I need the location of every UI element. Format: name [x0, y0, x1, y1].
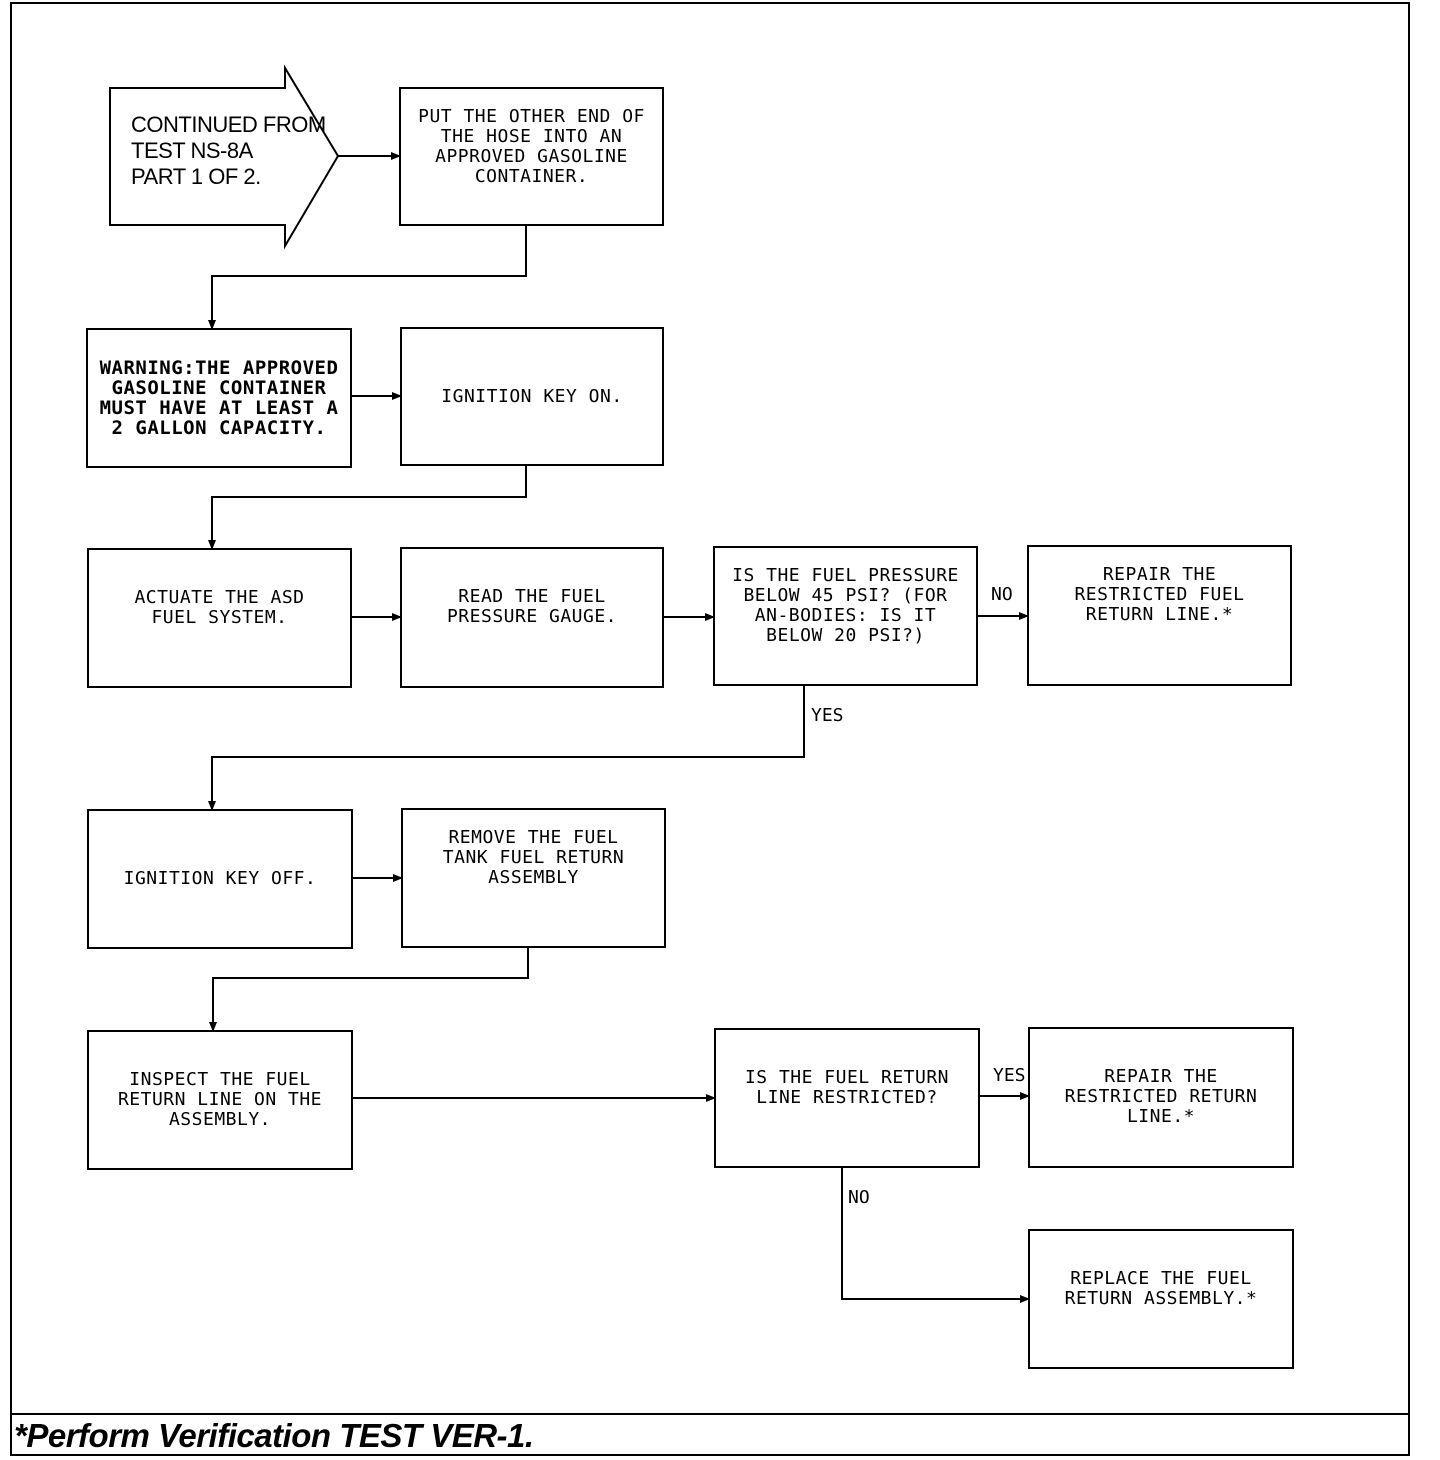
actuate-box: ACTUATE THE ASD FUEL SYSTEM. — [87, 548, 352, 688]
yes-label-pressure: YES — [811, 705, 844, 726]
no-label-restricted: NO — [848, 1187, 870, 1208]
repair-fuel-return-box: REPAIR THE RESTRICTED FUEL RETURN LINE.* — [1027, 545, 1292, 686]
start-arrow-label: CONTINUED FROM TEST NS-8A PART 1 OF 2. — [131, 112, 326, 189]
pressure-question-box: IS THE FUEL PRESSURE BELOW 45 PSI? (FOR … — [713, 546, 978, 686]
replace-assembly-box: REPLACE THE FUEL RETURN ASSEMBLY.* — [1028, 1229, 1294, 1369]
ignition-on-box: IGNITION KEY ON. — [400, 327, 664, 466]
no-label-pressure: NO — [991, 584, 1013, 605]
start-arrow-shape — [109, 64, 340, 250]
restricted-question-box: IS THE FUEL RETURN LINE RESTRICTED? — [714, 1028, 980, 1168]
put-hose-box: PUT THE OTHER END OF THE HOSE INTO AN AP… — [399, 87, 664, 226]
footer-divider — [10, 1413, 1410, 1415]
inspect-box: INSPECT THE FUEL RETURN LINE ON THE ASSE… — [87, 1030, 353, 1170]
footer-note: *Perform Verification TEST VER-1. — [14, 1417, 534, 1454]
diagram-frame — [10, 2, 1410, 1456]
repair-return-box: REPAIR THE RESTRICTED RETURN LINE.* — [1028, 1027, 1294, 1168]
ignition-off-box: IGNITION KEY OFF. — [87, 809, 353, 949]
warning-box: WARNING:THE APPROVED GASOLINE CONTAINER … — [86, 328, 352, 468]
read-gauge-box: READ THE FUEL PRESSURE GAUGE. — [400, 547, 664, 688]
yes-label-restricted: YES — [993, 1065, 1026, 1086]
connector-restricted-no — [841, 1167, 1030, 1303]
connector-put-hose-to-warning — [208, 226, 527, 330]
connector-question-yes — [208, 686, 805, 811]
remove-assembly-box: REMOVE THE FUEL TANK FUEL RETURN ASSEMBL… — [401, 808, 666, 948]
connector-remove-to-inspect — [209, 947, 529, 1032]
connector-ignition-on-to-actuate — [208, 466, 527, 550]
